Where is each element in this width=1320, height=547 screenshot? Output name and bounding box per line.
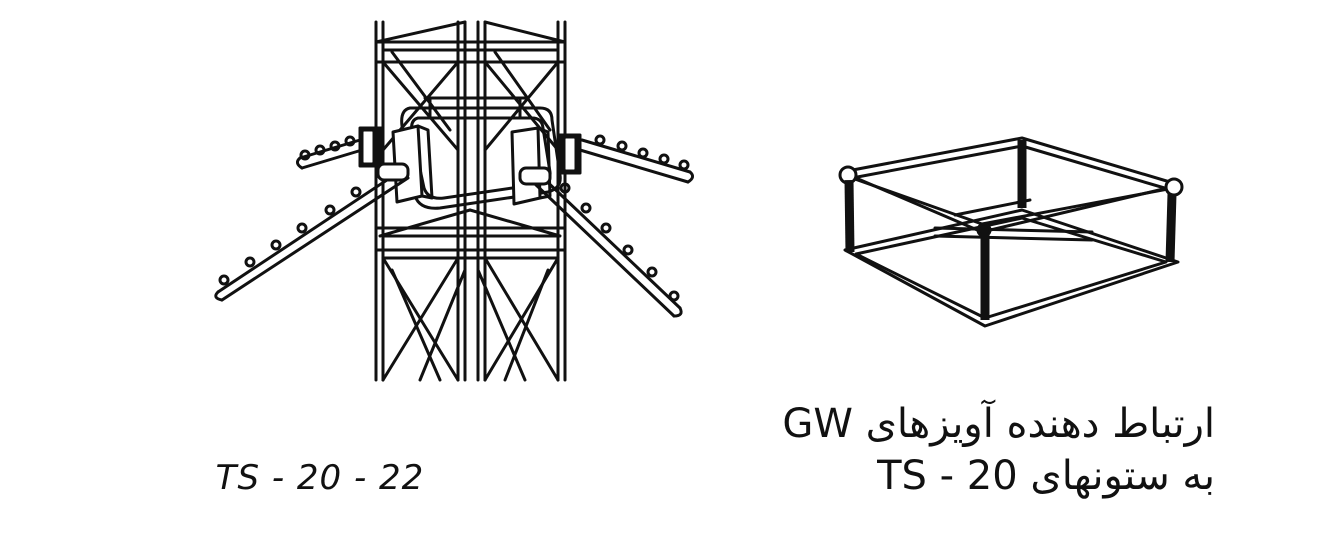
lower-left-arm [214, 162, 410, 302]
upper-right-arm [578, 134, 695, 184]
square-frame [838, 136, 1184, 328]
right-figure-caption: ارتباط دهنده آویزهای GW به ستونهای 20 - … [695, 398, 1215, 502]
lattice-tower [374, 20, 567, 382]
upper-left-arm [295, 135, 364, 170]
right-caption-line1: ارتباط دهنده آویزهای GW [782, 401, 1215, 447]
frame-posts [844, 140, 1177, 320]
lower-right-arm [518, 166, 683, 318]
left-figure-caption: TS - 20 - 22 [215, 458, 425, 498]
right-caption-line2: به ستونهای 20 - TS [877, 453, 1215, 499]
